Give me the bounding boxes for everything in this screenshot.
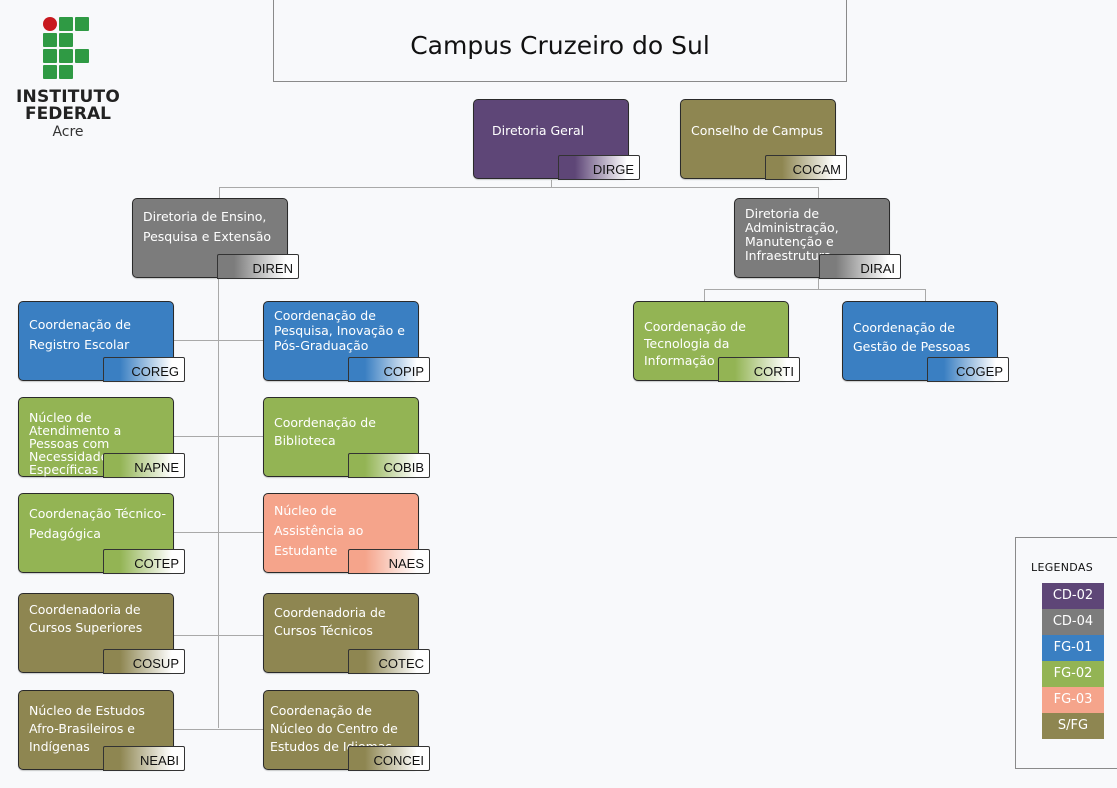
- legend-item-sfg: S/FG: [1042, 713, 1104, 739]
- org-node-copip[interactable]: Coordenação de Pesquisa, Inovação e Pós-…: [263, 301, 430, 382]
- institute-logo-text: INSTITUTO FEDERAL Acre: [10, 88, 126, 141]
- connector-line: [174, 340, 264, 341]
- node-label: Coordenação Técnico-Pedagógica: [29, 506, 167, 541]
- node-label: Coordenadoria de Cursos Técnicos: [274, 605, 386, 638]
- org-node-cotep[interactable]: Coordenação Técnico-Pedagógica COTEP: [18, 493, 185, 574]
- node-label: Coordenação de Pesquisa, Inovação e Pós-…: [274, 308, 405, 353]
- node-label: Coordenadoria de Cursos Superiores: [29, 602, 143, 635]
- page-title: Campus Cruzeiro do Sul: [410, 31, 710, 60]
- node-label: Coordenação de Tecnologia da Informação: [644, 319, 746, 368]
- org-node-naes[interactable]: Núcleo de Assistência ao Estudante NAES: [263, 493, 430, 574]
- org-node-dirge[interactable]: Diretoria Geral DIRGE: [473, 99, 640, 180]
- logo-square: [59, 49, 73, 63]
- logo-square: [59, 65, 73, 79]
- node-code-tag: COCAM: [765, 155, 847, 180]
- legend: LEGENDAS CD-02 CD-04 FG-01 FG-02 FG-03 S…: [1015, 537, 1117, 769]
- node-code-tag: COTEP: [103, 549, 185, 574]
- node-code-tag: COREG: [103, 357, 185, 382]
- org-node-cosup[interactable]: Coordenadoria de Cursos Superiores COSUP: [18, 593, 185, 674]
- connector-line: [551, 180, 552, 188]
- node-code-tag: COSUP: [103, 649, 185, 674]
- logo-red-dot: [43, 17, 57, 31]
- node-code-tag: DIREN: [217, 254, 299, 279]
- connector-line: [818, 187, 819, 198]
- node-code-tag: DIRGE: [558, 155, 640, 180]
- node-label: Núcleo de Estudos Afro-Brasileiros e Ind…: [29, 703, 145, 754]
- node-code-tag: DIRAI: [819, 254, 901, 279]
- node-code-tag: COBIB: [348, 453, 430, 478]
- node-code-tag: CORTI: [718, 357, 800, 382]
- legend-item-fg02: FG-02: [1042, 661, 1104, 687]
- node-label: Núcleo de Atendimento a Pessoas com Nece…: [29, 410, 122, 477]
- connector-line: [174, 729, 264, 730]
- org-node-dirai[interactable]: Diretoria de Administração, Manutenção e…: [734, 198, 901, 279]
- logo-square: [75, 49, 89, 63]
- org-node-napne[interactable]: Núcleo de Atendimento a Pessoas com Nece…: [18, 397, 185, 478]
- node-label: Coordenação de Núcleo do Centro de Estud…: [270, 703, 398, 754]
- node-label: Núcleo de Assistência ao Estudante: [274, 503, 364, 558]
- legend-items: CD-02 CD-04 FG-01 FG-02 FG-03 S/FG: [1042, 583, 1104, 739]
- connector-line: [704, 289, 926, 290]
- connector-line: [818, 278, 819, 289]
- connector-line: [219, 187, 819, 188]
- logo-line-1: INSTITUTO: [16, 87, 120, 107]
- legend-item-fg03: FG-03: [1042, 687, 1104, 713]
- institute-logo-mark: [42, 16, 92, 80]
- org-node-cocam[interactable]: Conselho de Campus COCAM: [680, 99, 847, 180]
- node-label: Conselho de Campus: [691, 123, 824, 138]
- connector-line: [174, 635, 264, 636]
- org-node-cotec[interactable]: Coordenadoria de Cursos Técnicos COTEC: [263, 593, 430, 674]
- node-label: Coordenação de Biblioteca: [274, 415, 376, 448]
- connector-line: [174, 436, 264, 437]
- node-code-tag: NEABI: [103, 746, 185, 771]
- node-label: Diretoria Geral: [492, 123, 585, 138]
- legend-item-cd02: CD-02: [1042, 583, 1104, 609]
- node-label: Coordenação de Gestão de Pessoas: [853, 320, 971, 354]
- node-label: Diretoria de Administração, Manutenção e…: [745, 206, 839, 263]
- org-node-cobib[interactable]: Coordenação de Biblioteca COBIB: [263, 397, 430, 478]
- logo-line-3: Acre: [52, 124, 84, 140]
- logo-square: [75, 17, 89, 31]
- node-code-tag: COTEC: [348, 649, 430, 674]
- logo-square: [43, 65, 57, 79]
- legend-title: LEGENDAS: [1031, 561, 1093, 574]
- connector-line: [174, 532, 264, 533]
- org-node-concei[interactable]: Coordenação de Núcleo do Centro de Estud…: [263, 690, 430, 771]
- node-code-tag: NAES: [348, 549, 430, 574]
- logo-line-2: FEDERAL: [24, 104, 112, 124]
- node-code-tag: COPIP: [348, 357, 430, 382]
- connector-line: [218, 278, 219, 728]
- logo-square: [43, 33, 57, 47]
- logo-square: [59, 33, 73, 47]
- logo-square: [59, 17, 73, 31]
- node-code-tag: COGEP: [927, 357, 1009, 382]
- org-node-coreg[interactable]: Coordenação de Registro Escolar COREG: [18, 301, 185, 382]
- node-code-tag: NAPNE: [103, 453, 185, 478]
- node-label: Diretoria de Ensino, Pesquisa e Extensão: [143, 209, 272, 244]
- node-label: Coordenação de Registro Escolar: [29, 317, 131, 352]
- org-node-corti[interactable]: Coordenação de Tecnologia da Informação …: [633, 301, 800, 382]
- org-node-neabi[interactable]: Núcleo de Estudos Afro-Brasileiros e Ind…: [18, 690, 185, 771]
- legend-item-cd04: CD-04: [1042, 609, 1104, 635]
- legend-item-fg01: FG-01: [1042, 635, 1104, 661]
- node-code-tag: CONCEI: [348, 746, 430, 771]
- logo-square: [43, 49, 57, 63]
- title-box: Campus Cruzeiro do Sul: [273, 0, 847, 82]
- connector-line: [704, 289, 705, 301]
- org-node-cogep[interactable]: Coordenação de Gestão de Pessoas COGEP: [842, 301, 1009, 382]
- connector-line: [925, 289, 926, 301]
- org-node-diren[interactable]: Diretoria de Ensino, Pesquisa e Extensão…: [132, 198, 299, 279]
- connector-line: [219, 187, 220, 198]
